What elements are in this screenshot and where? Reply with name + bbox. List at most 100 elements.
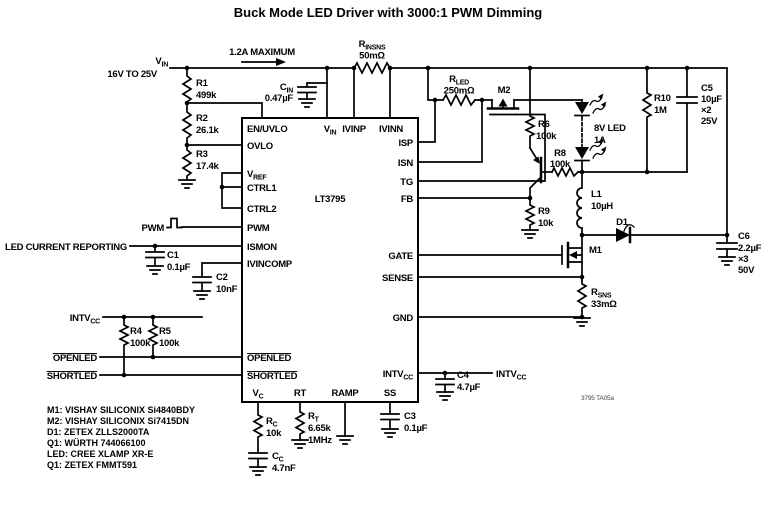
pin-rt: RT (294, 388, 307, 399)
current-arrow-icon (276, 58, 286, 66)
note-line: LED: CREE XLAMP XR-E (47, 449, 153, 459)
cin-label: CIN (280, 82, 293, 95)
pin-intvcc: INTVCC (383, 369, 413, 382)
resistor-rinsns (352, 61, 392, 75)
c6-value: 2.2µF (738, 243, 762, 254)
parts-list: M1: VISHAY SILICONIX Si4840BDY M2: VISHA… (47, 405, 195, 470)
isn-wire (417, 99, 483, 163)
l1-value: 10µH (591, 201, 613, 212)
r10-label: R10 (654, 93, 671, 104)
d1-schottky-hook (623, 224, 635, 232)
pin-ivinn: IVINN (379, 124, 403, 135)
led-current-value: 1A (594, 135, 606, 146)
vin-net-label: VIN (155, 56, 168, 69)
rsns-value: 33mΩ (591, 299, 617, 310)
pin-ismon: ISMON (247, 242, 277, 253)
led-current-label: LED CURRENT REPORTING (5, 242, 127, 253)
led-sense-disconnect (417, 67, 583, 182)
c3-label: C3 (404, 411, 416, 422)
mosfet-m2 (486, 98, 520, 116)
pin-fb: FB (401, 194, 414, 205)
shortled-label: SHORTLED (47, 371, 98, 382)
cap-c5 (676, 67, 698, 173)
r2-value: 26.1k (196, 125, 219, 136)
c5-rating: 25V (701, 116, 718, 127)
r2-label: R2 (196, 113, 208, 124)
rt-label: RT (308, 411, 320, 424)
pin-openled: OPENLED (247, 353, 292, 364)
cin-value: 0.47µF (265, 93, 294, 104)
resistor-rsns (576, 276, 588, 318)
pin-ramp: RAMP (332, 388, 360, 399)
compensation (248, 401, 400, 476)
vin-range-label: 16V TO 25V (107, 69, 158, 80)
led-string (574, 92, 688, 173)
output-network (641, 67, 698, 173)
c2-label: C2 (216, 272, 228, 283)
resistor-r9 (524, 197, 536, 231)
r8-label: R8 (554, 148, 566, 159)
resistor-rled (441, 93, 477, 107)
c6-label: C6 (738, 231, 750, 242)
r9-value: 10k (538, 218, 554, 229)
note-line: M2: VISHAY SILICONIX Si7415DN (47, 416, 189, 426)
c6-mult: ×3 (738, 254, 748, 265)
pin-vc: VC (253, 388, 264, 401)
note-line: Q1: ZETEX FMMT591 (47, 460, 137, 470)
diode-d1-icon (616, 228, 630, 242)
r3-value: 17.4k (196, 161, 219, 172)
r9-label: R9 (538, 206, 550, 217)
enuvlo-wire (186, 102, 263, 119)
rinsns-value: 50mΩ (359, 51, 385, 62)
m2-label: M2 (498, 85, 511, 96)
c4-value: 4.7µF (457, 382, 481, 393)
resistor-r4 (118, 316, 130, 376)
pulse-icon (166, 217, 183, 229)
pin-gate: GATE (388, 251, 413, 262)
ismon-net (129, 245, 243, 275)
cin-cap (297, 67, 391, 119)
resistor-r1 (181, 67, 193, 104)
pin-isn: ISN (398, 158, 413, 169)
c5-label: C5 (701, 83, 714, 94)
rinsns-label: RINSNS (359, 39, 386, 52)
led1-icon (575, 102, 589, 114)
c2-value: 10nF (216, 284, 238, 295)
pin-pwm: PWM (247, 223, 270, 234)
input-divider (178, 67, 263, 189)
note-line: D1: ZETEX ZLLS2000TA (47, 427, 150, 437)
vref-ctrl-tie (221, 172, 243, 209)
openled-label: OPENLED (53, 353, 98, 364)
intvcc-right-label: INTVCC (496, 369, 526, 382)
figure-id-watermark: 3795 TA05a (581, 395, 614, 402)
cap-c4 (435, 372, 455, 393)
led-voltage-label: 8V LED (594, 123, 626, 134)
resistor-r6 (524, 67, 536, 149)
cap-c1 (145, 245, 165, 267)
imax-label: 1.2A MAXIMUM (229, 47, 295, 58)
resistor-r8 (550, 166, 580, 178)
r4-value: 100k (130, 338, 151, 349)
resistor-r2 (181, 102, 193, 146)
c1-label: C1 (167, 250, 180, 261)
rc-value: 10k (266, 428, 282, 439)
note-line: Q1: WÜRTH 744066100 (47, 438, 146, 448)
pin-tg: TG (400, 177, 413, 188)
q1-collector (529, 175, 543, 199)
intvcc-net (417, 372, 493, 401)
cap-c2 (192, 262, 243, 292)
cc-value: 4.7nF (272, 463, 296, 474)
pwm-input (166, 217, 243, 229)
fb-level-shift (417, 67, 583, 239)
pin-shortled: SHORTLED (247, 371, 298, 382)
inductor-l1 (576, 171, 583, 236)
cap-c3 (380, 401, 400, 430)
pin-ivinp: IVINP (342, 124, 366, 135)
d1-label: D1 (616, 217, 629, 228)
vin-rail (169, 58, 728, 236)
junction-dots (121, 65, 730, 378)
c4-label: C4 (457, 370, 470, 381)
resistor-r5 (147, 316, 159, 358)
